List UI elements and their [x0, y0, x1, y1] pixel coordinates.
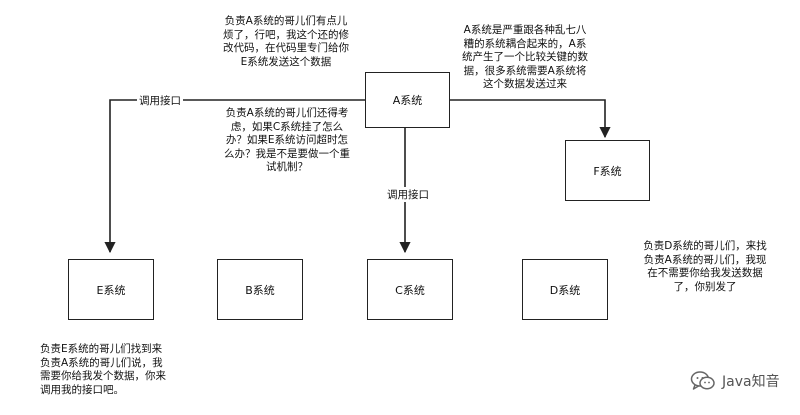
edge-a-to-f	[450, 99, 611, 139]
node-e-system: E系统	[68, 259, 154, 320]
watermark-text: Java知音	[722, 374, 780, 390]
watermark: Java知音	[690, 370, 780, 392]
node-b-system: B系统	[217, 259, 303, 320]
edge-a-to-e	[104, 99, 365, 254]
note-bottom-left: 负责E系统的哥儿们找到来 负责A系统的哥儿们说，我 需要你给我发个数据，你来 调…	[40, 343, 166, 396]
note-top-right: A系统是严重跟各种乱七八 糟的系统耦合起来的，A系 统产生了一个比较关键的数 据…	[462, 24, 588, 90]
note-middle: 负责A系统的哥儿们还得考 虑，如果C系统挂了怎么 办？如果E系统访问超时怎 么办…	[224, 107, 350, 173]
note-top-left: 负责A系统的哥儿们有点儿 烦了，行吧，我这个还的修 改代码，在代码里专门给你 E…	[223, 15, 349, 68]
node-c-system: C系统	[367, 259, 453, 320]
node-f-system: F系统	[565, 140, 650, 201]
node-d-system: D系统	[522, 259, 608, 320]
edge-label-a-to-e: 调用接口	[137, 93, 183, 108]
wechat-icon	[690, 371, 715, 390]
edge-label-a-to-c: 调用接口	[385, 187, 431, 202]
note-right: 负责D系统的哥儿们，来找 负责A系统的哥儿们，我现 在不需要你给我发送数据 了，…	[643, 240, 767, 293]
node-a-system: A系统	[365, 72, 450, 128]
